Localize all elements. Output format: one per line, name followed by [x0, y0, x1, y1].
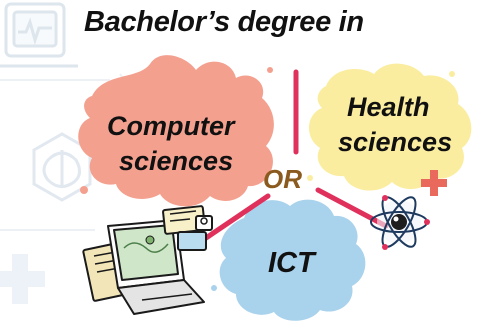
laptop-heart-icon	[0, 2, 78, 68]
health-sciences-label-line2: sciences	[338, 127, 453, 157]
page-title: Bachelor’s degree in	[84, 6, 364, 38]
health-sciences-splash	[307, 63, 472, 191]
computer-sciences-label-line2: sciences	[119, 146, 234, 176]
connector-lines	[203, 69, 389, 241]
computer-sciences-label-line1: Computer	[107, 111, 235, 141]
atom-icon	[370, 195, 430, 250]
or-connector-label: OR	[263, 164, 302, 194]
cross-icon	[0, 254, 45, 304]
health-sciences-label-line1: Health	[347, 92, 430, 122]
plus-icon	[421, 170, 447, 196]
computer-sciences-splash	[78, 55, 274, 207]
ict-label: ICT	[268, 247, 315, 279]
ict-splash	[211, 199, 366, 321]
laptop-documents-icon	[82, 205, 213, 315]
brain-icon	[32, 132, 92, 202]
